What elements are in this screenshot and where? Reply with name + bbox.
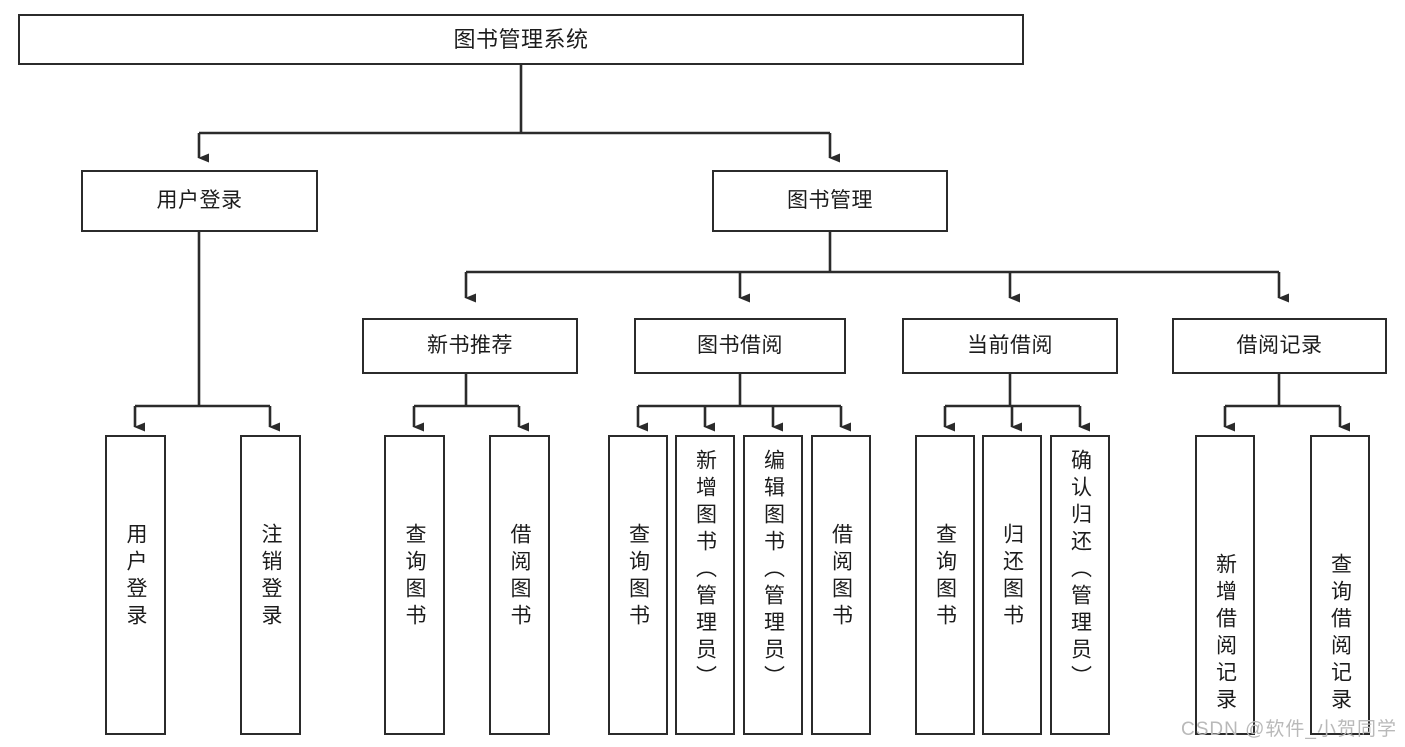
leaf-user-login-signin[interactable]: 用户登录 bbox=[105, 435, 166, 735]
node-label: 用户登录 bbox=[156, 188, 243, 212]
node-new-book-recommend[interactable]: 新书推荐 bbox=[362, 318, 578, 374]
node-user-login[interactable]: 用户登录 bbox=[81, 170, 318, 232]
node-label: 确认归还（管理员） bbox=[1068, 449, 1092, 692]
node-label: 图书管理 bbox=[787, 188, 873, 212]
node-label: 借阅记录 bbox=[1236, 333, 1323, 357]
node-label: 图书借阅 bbox=[697, 333, 783, 357]
node-book-management[interactable]: 图书管理 bbox=[712, 170, 948, 232]
node-book-borrow[interactable]: 图书借阅 bbox=[634, 318, 846, 374]
node-label: 归还图书 bbox=[1000, 523, 1024, 631]
leaf-current-confirm-return-admin[interactable]: 确认归还（管理员） bbox=[1050, 435, 1110, 735]
node-label: 新增借阅记录 bbox=[1213, 553, 1237, 715]
node-label: 新书推荐 bbox=[427, 333, 513, 357]
node-label: 新增图书（管理员） bbox=[693, 449, 717, 692]
leaf-borrow-borrow-book[interactable]: 借阅图书 bbox=[811, 435, 871, 735]
leaf-borrow-query-book[interactable]: 查询图书 bbox=[608, 435, 668, 735]
node-label: 注销登录 bbox=[259, 523, 282, 631]
node-label: 图书管理系统 bbox=[453, 26, 589, 52]
leaf-newbook-query-book[interactable]: 查询图书 bbox=[384, 435, 445, 735]
node-label: 查询图书 bbox=[403, 523, 426, 631]
leaf-borrow-add-book-admin[interactable]: 新增图书（管理员） bbox=[675, 435, 735, 735]
node-root-system[interactable]: 图书管理系统 bbox=[18, 14, 1024, 65]
leaf-newbook-borrow-book[interactable]: 借阅图书 bbox=[489, 435, 550, 735]
node-label: 当前借阅 bbox=[967, 333, 1053, 357]
node-label: 查询图书 bbox=[933, 523, 957, 631]
csdn-watermark: CSDN @软件_小贺同学 bbox=[1181, 719, 1397, 740]
node-label: 借阅图书 bbox=[508, 523, 531, 631]
leaf-borrow-edit-book-admin[interactable]: 编辑图书（管理员） bbox=[743, 435, 803, 735]
node-label: 用户登录 bbox=[124, 523, 147, 631]
node-borrow-records[interactable]: 借阅记录 bbox=[1172, 318, 1387, 374]
leaf-current-return-book[interactable]: 归还图书 bbox=[982, 435, 1042, 735]
node-label: 编辑图书（管理员） bbox=[761, 449, 785, 692]
node-current-borrow[interactable]: 当前借阅 bbox=[902, 318, 1118, 374]
leaf-user-login-signout[interactable]: 注销登录 bbox=[240, 435, 301, 735]
node-label: 查询借阅记录 bbox=[1328, 553, 1352, 715]
leaf-records-query-record[interactable]: 查询借阅记录 bbox=[1310, 435, 1370, 735]
leaf-records-add-record[interactable]: 新增借阅记录 bbox=[1195, 435, 1255, 735]
node-label: 查询图书 bbox=[626, 523, 650, 631]
node-label: 借阅图书 bbox=[829, 523, 853, 631]
leaf-current-query-book[interactable]: 查询图书 bbox=[915, 435, 975, 735]
